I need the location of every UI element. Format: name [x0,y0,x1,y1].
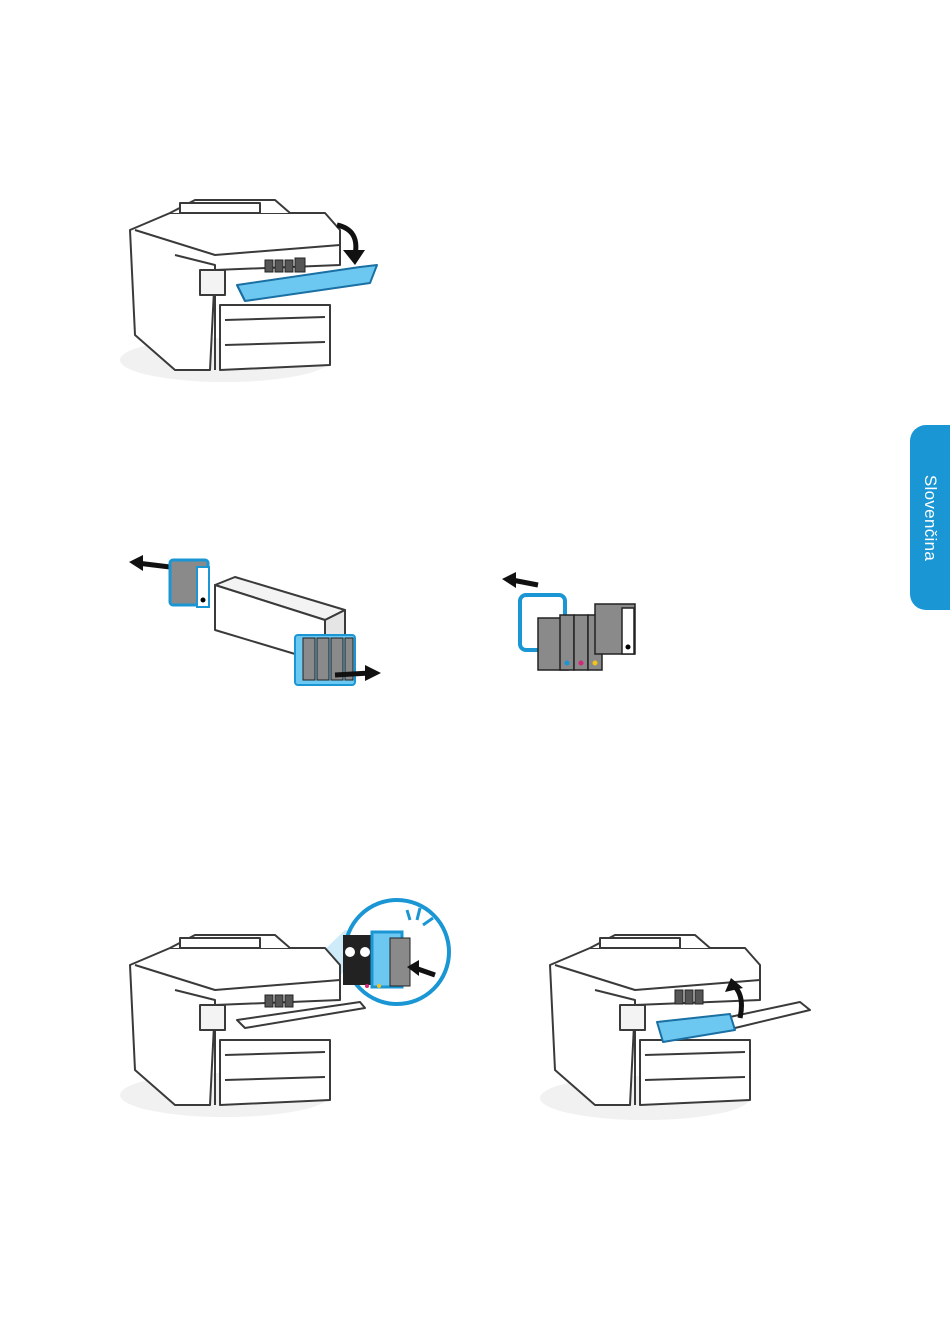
printer-open-door-illustration [115,195,385,390]
cartridge-bay [265,258,305,272]
zoom-callout [343,900,449,1004]
cartridge-unwrap-illustration [500,570,650,680]
cartridge-unbox-illustration [125,545,385,695]
multipack-cartridges [295,635,355,685]
language-tab: Slovenčina [910,425,950,610]
left-arrow-icon [129,555,170,571]
left-arrow-icon [502,572,538,588]
ink-door [657,1014,735,1042]
language-tab-label: Slovenčina [920,474,940,560]
down-arrow-icon [337,225,365,265]
ink-door [237,265,377,301]
single-cartridge [170,560,209,607]
cartridge-group [538,615,602,670]
black-cartridge [595,604,635,654]
printer-close-door-illustration [535,930,820,1120]
printer-insert-cartridge-illustration [115,890,455,1120]
